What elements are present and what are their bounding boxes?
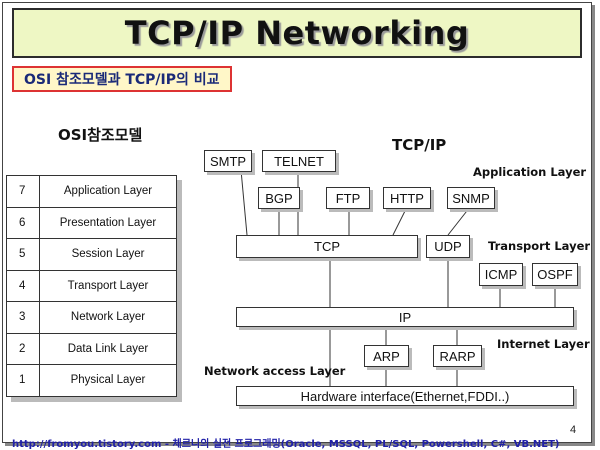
osi-layer-number: 5 xyxy=(6,238,40,271)
osi-heading: OSI참조모델 xyxy=(58,126,143,144)
udp-box: UDP xyxy=(426,235,470,258)
page-number: 4 xyxy=(570,424,577,436)
osi-layer-name: Application Layer xyxy=(39,175,177,208)
slide-title: TCP/IP Networking xyxy=(124,14,470,52)
osi-layer-name: Network Layer xyxy=(39,301,177,334)
osi-layer-number: 6 xyxy=(6,206,40,239)
osi-layer-name: Transport Layer xyxy=(39,269,177,302)
hardware-interface-box: Hardware interface(Ethernet,FDDI..) xyxy=(236,386,574,406)
osi-layer-name: Physical Layer xyxy=(39,364,177,397)
tcp-box: TCP xyxy=(236,235,418,258)
snmp-box: SNMP xyxy=(447,187,495,209)
osi-layer-number: 3 xyxy=(6,301,40,334)
icmp-box: ICMP xyxy=(479,263,523,286)
connector-snmp-udp xyxy=(447,206,471,236)
footer-link[interactable]: http://fromyou.tistory.com - 체르니의 실전 프로그… xyxy=(12,439,560,450)
title-banner: TCP/IP Networking xyxy=(12,8,582,58)
label-application-layer: Application Layer xyxy=(473,165,587,179)
osi-layer-name: Data Link Layer xyxy=(39,332,177,365)
label-internet-layer: Internet Layer xyxy=(497,337,590,351)
rarp-box: RARP xyxy=(433,345,482,367)
osi-layer-name: Presentation Layer xyxy=(39,206,177,239)
http-box: HTTP xyxy=(383,187,431,209)
connector-smtp-tcp xyxy=(240,169,248,236)
bgp-box: BGP xyxy=(258,187,300,209)
osi-layer-name: Session Layer xyxy=(39,238,177,271)
label-network-access-layer: Network access Layer xyxy=(204,364,346,378)
subtitle-banner: OSI 참조모델과 TCP/IP의 비교 xyxy=(12,66,232,92)
ospf-box: OSPF xyxy=(532,263,578,286)
ftp-box: FTP xyxy=(326,187,370,209)
telnet-box: TELNET xyxy=(262,150,336,172)
arp-box: ARP xyxy=(364,345,409,367)
osi-layer-number: 1 xyxy=(6,364,40,397)
connector-http-tcp xyxy=(392,206,408,236)
label-transport-layer: Transport Layer xyxy=(488,239,591,253)
tcpip-heading: TCP/IP xyxy=(392,136,447,154)
slide-subtitle: OSI 참조모델과 TCP/IP의 비교 xyxy=(24,72,220,88)
ip-box: IP xyxy=(236,307,574,327)
smtp-box: SMTP xyxy=(204,150,252,172)
